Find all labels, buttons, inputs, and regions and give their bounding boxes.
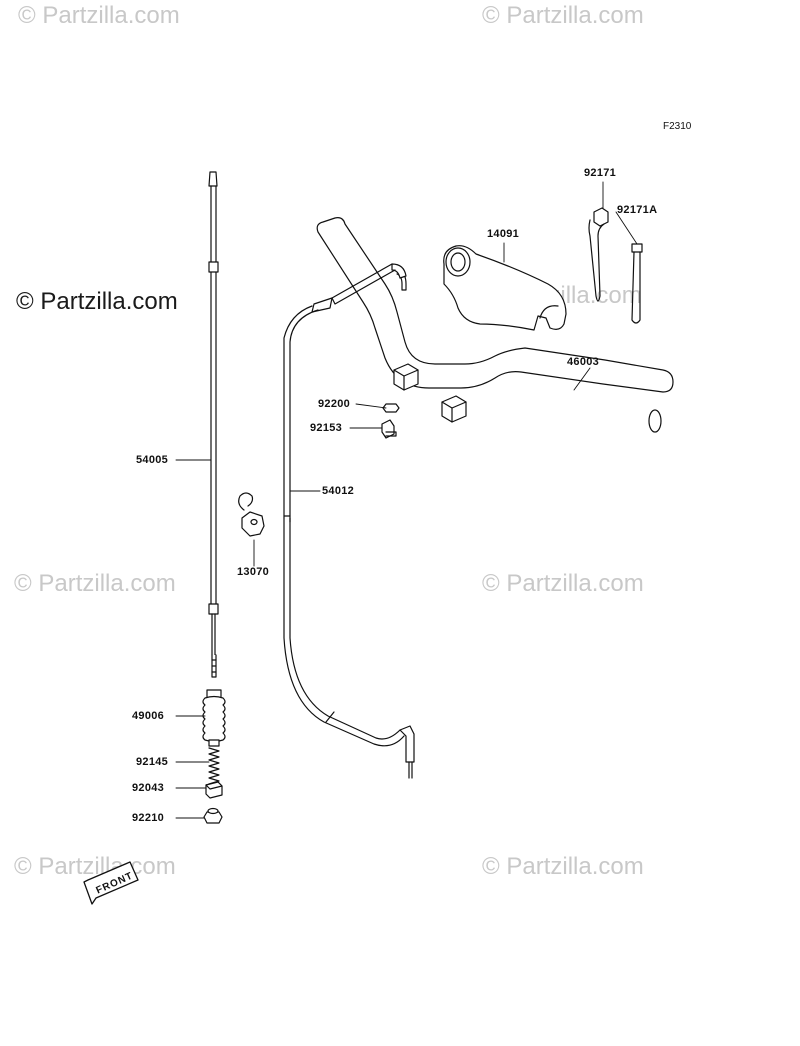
watermark-bottom-left: © Partzilla.com: [14, 853, 176, 880]
front-arrow-icon: [83, 861, 139, 905]
figure-code: F2310: [663, 121, 692, 132]
leader-lines: [175, 181, 638, 819]
watermark-top-left: © Partzilla.com: [18, 2, 180, 29]
bolt-92153: [381, 419, 397, 439]
part-label-54012[interactable]: 54012: [322, 485, 355, 497]
part-label-14091[interactable]: 14091: [487, 228, 520, 240]
part-label-92171[interactable]: 92171: [584, 167, 617, 179]
watermark-mid-left: © Partzilla.com: [14, 570, 176, 597]
part-label-92171A[interactable]: 92171A: [617, 204, 658, 216]
grip-cover-14091: [443, 245, 567, 331]
part-label-49006[interactable]: 49006: [132, 710, 165, 722]
part-label-92145[interactable]: 92145: [136, 756, 169, 768]
nut-92210: [203, 807, 223, 824]
watermark-bottom-right: © Partzilla.com: [482, 853, 644, 880]
part-label-54005[interactable]: 54005: [136, 454, 169, 466]
watermark-mid-right: © Partzilla.com: [482, 570, 644, 597]
boot-49006: [202, 689, 226, 747]
spring-92145: [208, 747, 220, 785]
watermark-left-dark: © Partzilla.com: [16, 288, 178, 315]
part-label-92200[interactable]: 92200: [318, 398, 351, 410]
bracket-13070: [238, 492, 265, 537]
part-label-92043[interactable]: 92043: [132, 782, 165, 794]
pin-92043: [205, 781, 223, 799]
throttle-cable-54005: [208, 171, 219, 678]
part-label-92153[interactable]: 92153: [310, 422, 343, 434]
part-label-13070[interactable]: 13070: [237, 566, 270, 578]
part-label-46003[interactable]: 46003: [567, 356, 600, 368]
cable-tie-92171A: [631, 243, 643, 324]
part-label-92210[interactable]: 92210: [132, 812, 165, 824]
cable-tie-92171: [588, 207, 609, 302]
watermark-top-right: © Partzilla.com: [482, 2, 644, 29]
handlebar-46003: [316, 217, 674, 433]
brake-cable-54012: [283, 263, 415, 779]
